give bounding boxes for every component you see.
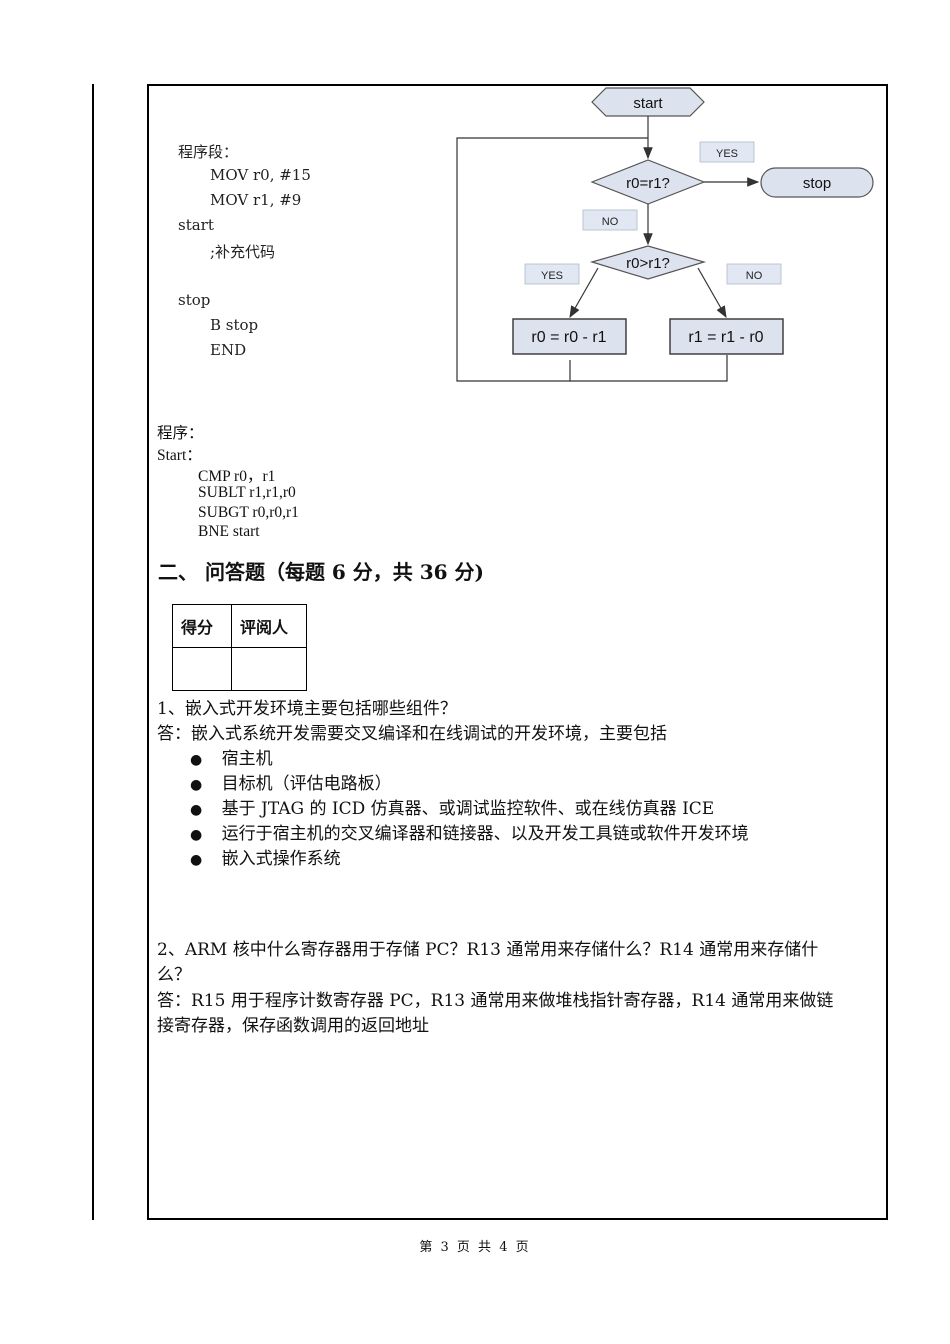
code-comment: ;补充代码 bbox=[210, 243, 276, 261]
list-item-text: 宿主机 bbox=[221, 749, 273, 769]
flow-decision-greater-label: r0>r1? bbox=[626, 255, 670, 272]
flow-no-label-1: NO bbox=[602, 216, 619, 228]
content-frame bbox=[147, 84, 888, 1220]
flow-no-label-2: NO bbox=[746, 270, 763, 282]
flow-box-r0-minus-r1 bbox=[512, 318, 627, 355]
grader-header: 评阅人 bbox=[231, 604, 307, 648]
bullet-icon: ● bbox=[190, 802, 203, 818]
program-line: SUBLT r1,r1,r0 bbox=[198, 484, 296, 501]
list-item: ● 嵌入式操作系统 bbox=[190, 844, 341, 869]
bullet-icon: ● bbox=[190, 752, 203, 768]
list-item-text: 基于 JTAG 的 ICD 仿真器、或调试监控软件、或在线仿真器 ICE bbox=[221, 799, 715, 819]
list-item: ● 基于 JTAG 的 ICD 仿真器、或调试监控软件、或在线仿真器 ICE bbox=[190, 794, 714, 819]
flow-decision-equal-label: r0=r1? bbox=[626, 175, 670, 192]
left-margin-rule bbox=[92, 84, 94, 1220]
program-label-start: Start： bbox=[157, 447, 202, 464]
code-line-mov-r1: MOV r1, #9 bbox=[210, 191, 302, 209]
score-table: 得分 评阅人 bbox=[172, 604, 307, 691]
score-header: 得分 bbox=[172, 604, 232, 648]
code-label-start: start bbox=[178, 216, 214, 234]
score-cell[interactable] bbox=[172, 647, 232, 691]
code-line-branch: B stop bbox=[210, 316, 259, 334]
grader-cell[interactable] bbox=[231, 647, 307, 691]
flow-stop-node bbox=[760, 167, 874, 198]
flow-decision-greater bbox=[589, 245, 707, 280]
flow-box-right-label: r1 = r1 - r0 bbox=[688, 329, 763, 346]
q2-answer-line1: 答：R15 用于程序计数寄存器 PC，R13 通常用来做堆栈指针寄存器，R14 … bbox=[157, 991, 834, 1011]
bullet-icon: ● bbox=[190, 777, 203, 793]
code-label-stop: stop bbox=[178, 291, 211, 309]
q2-question-line1: 2、ARM 核中什么寄存器用于存储 PC？R13 通常用来存储什么？R14 通常… bbox=[157, 940, 819, 960]
list-item: ● 宿主机 bbox=[190, 744, 273, 769]
q2-answer-line2: 接寄存器，保存函数调用的返回地址 bbox=[157, 1016, 429, 1036]
list-item-text: 目标机（评估电路板） bbox=[221, 774, 392, 794]
flow-start-label: start bbox=[633, 95, 663, 112]
program-line: CMP r0，r1 bbox=[198, 468, 276, 485]
code-line-mov-r0: MOV r0, #15 bbox=[210, 166, 311, 184]
list-item-text: 嵌入式操作系统 bbox=[221, 849, 341, 869]
q1-question: 1、嵌入式开发环境主要包括哪些组件？ bbox=[157, 699, 457, 719]
program-line: BNE start bbox=[198, 523, 260, 540]
list-item: ● 目标机（评估电路板） bbox=[190, 769, 392, 794]
flow-stop-label: stop bbox=[803, 175, 831, 192]
list-item: ● 运行于宿主机的交叉编译器和链接器、以及开发工具链或软件开发环境 bbox=[190, 819, 749, 844]
bullet-icon: ● bbox=[190, 827, 203, 843]
flow-box-r1-minus-r0 bbox=[669, 318, 784, 355]
flowchart: start r0=r1? YES stop NO r0>r1? YES NO r… bbox=[456, 87, 874, 382]
page-footer: 第 3 页 共 4 页 bbox=[419, 1240, 531, 1255]
section-heading: 二、 问答题（每题 6 分，共 36 分) bbox=[158, 560, 485, 584]
flow-box-left-label: r0 = r0 - r1 bbox=[531, 329, 606, 346]
q1-answer: 答：嵌入式系统开发需要交叉编译和在线调试的开发环境，主要包括 bbox=[157, 724, 667, 744]
code-header: 程序段： bbox=[178, 143, 239, 161]
program-header: 程序： bbox=[157, 425, 204, 442]
flow-start-node bbox=[591, 87, 705, 117]
code-line-end: END bbox=[210, 341, 247, 359]
flow-yes-label-1: YES bbox=[716, 148, 738, 160]
list-item-text: 运行于宿主机的交叉编译器和链接器、以及开发工具链或软件开发环境 bbox=[221, 824, 749, 844]
flow-yes-label-2: YES bbox=[541, 270, 563, 282]
bullet-icon: ● bbox=[190, 852, 203, 868]
q2-question-line2: 么？ bbox=[157, 965, 191, 985]
program-line: SUBGT r0,r0,r1 bbox=[198, 504, 299, 521]
